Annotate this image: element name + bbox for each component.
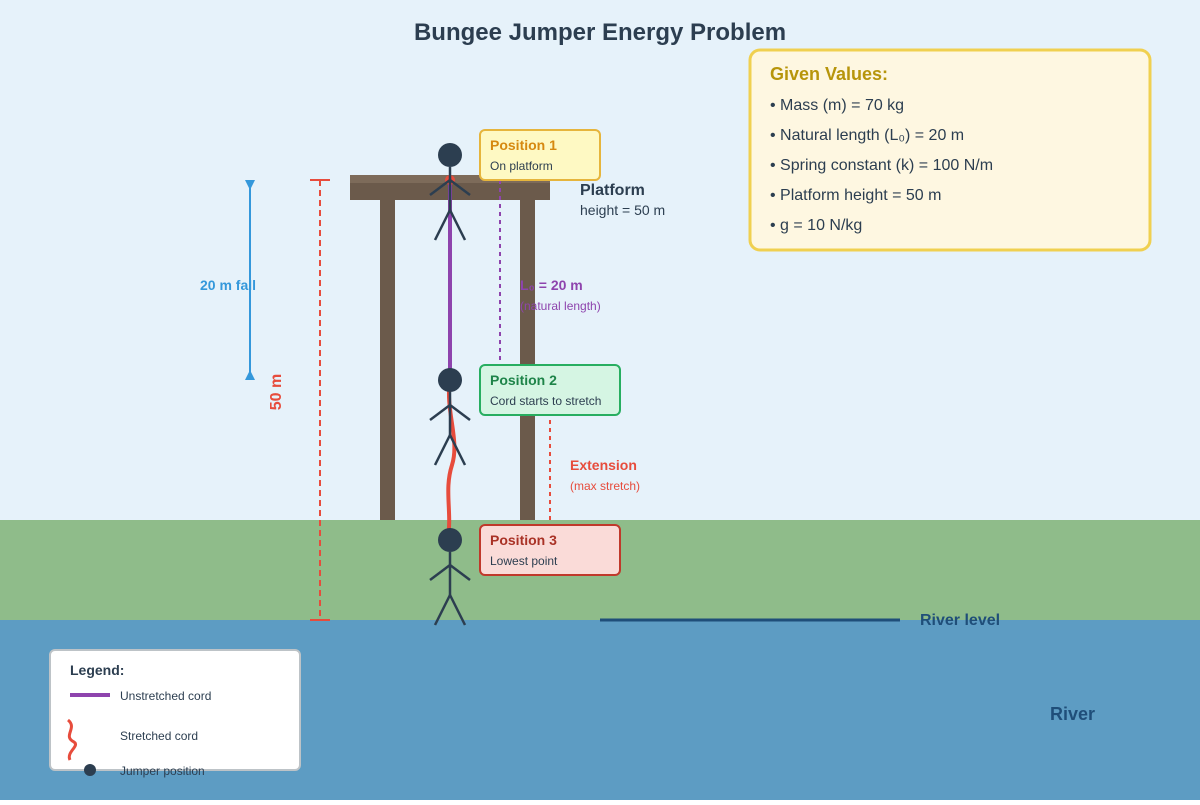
given-values-box [748,48,1152,252]
platform-right-post [520,190,535,520]
given-values-heading: Given Values: [770,64,888,84]
jumper-3-right-leg [448,594,467,626]
total-height-label: 50 m [268,374,285,410]
position-3-title: Position 3 [490,532,557,548]
total-height-marker [310,179,330,621]
given-value-mass: • Mass (m) = 70 kg [770,97,904,114]
given-values-panel: Given Values: • Mass (m) = 70 kg • Natur… [748,48,1152,252]
given-value-natural-length: • Natural length (L₀) = 20 m [770,127,964,144]
given-value-platform-height: • Platform height = 50 m [770,187,941,204]
position-1-desc: On platform [490,159,553,173]
jumper-1-left-leg [433,209,452,241]
position-2-desc: Cord starts to stretch [490,394,601,408]
jumper-3-left-arm [429,564,451,581]
position-3-desc: Lowest point [490,554,558,568]
platform-left-post [380,190,395,520]
jumper-2-head [438,368,462,392]
position-1-box [479,129,601,181]
legend-stretched-swatch [66,718,77,761]
fall-label: 20 m fall [200,277,256,293]
platform-height-label: height = 50 m [580,202,665,218]
extension-note: (max stretch) [570,479,640,493]
position-2-title: Position 2 [490,372,557,388]
legend-title: Legend: [70,662,124,678]
jumper-position-2 [429,368,471,466]
position-2-box [479,364,621,416]
position-3-box [479,524,621,576]
river-label: River [1050,704,1095,724]
jumper-position-1 [429,143,471,241]
legend-stretched-label: Stretched cord [120,729,198,743]
legend-jumper-swatch [84,764,96,776]
jumper-3-right-arm [449,564,471,581]
jumper-1-right-leg [448,209,467,241]
platform-label: Platform [580,182,645,199]
given-value-gravity: • g = 10 N/kg [770,217,862,234]
jumper-position-3 [429,528,471,626]
jumper-2-right-leg [448,434,467,466]
natural-length-note: (natural length) [520,299,601,313]
jumper-3-left-leg [433,594,452,626]
jumper-1-left-arm [429,179,451,196]
fall-arrow [245,180,255,380]
jumper-1-head [438,143,462,167]
position-2-callout: Position 2 Cord starts to stretch [479,364,621,416]
jumper-3-head [438,528,462,552]
position-1-callout: Position 1 On platform [479,129,601,181]
position-3-callout: Position 3 Lowest point [479,524,621,576]
jumper-1-right-arm [449,179,471,196]
given-value-spring-constant: • Spring constant (k) = 100 N/m [770,157,993,174]
river-level-label: River level [920,612,1000,629]
legend-jumper-label: Jumper position [120,764,205,778]
fall-arrow-top-head [245,180,255,190]
legend-unstretched-label: Unstretched cord [120,689,211,703]
fall-arrow-bottom-head [245,370,255,380]
natural-length-label: L₀ = 20 m [520,277,583,293]
extension-label: Extension [570,457,637,473]
jumper-2-left-leg [433,434,452,466]
diagram-title: Bungee Jumper Energy Problem [414,19,786,46]
position-1-title: Position 1 [490,137,557,153]
jumper-2-left-arm [429,404,451,421]
jumper-2-right-arm [449,404,471,421]
legend-box [49,649,301,771]
legend: Legend: Unstretched cord Stretched cord … [49,649,301,778]
